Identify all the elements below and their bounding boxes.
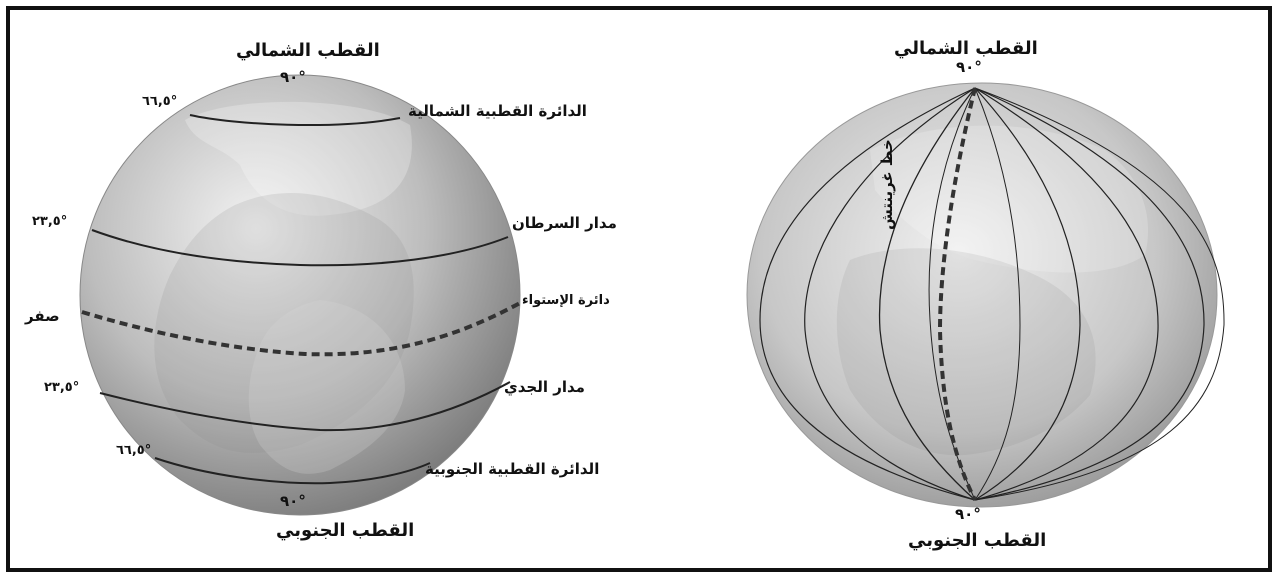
arctic-circle-degree: ٦٦,٥°	[142, 94, 177, 109]
equator-label: دائرة الإستواء	[522, 293, 610, 308]
tropic-capricorn-degree: ٢٣,٥°	[44, 380, 79, 395]
tropic-capricorn-label: مدار الجدي	[504, 378, 585, 396]
prime-meridian-label: خط غرينتش	[878, 139, 896, 230]
equator-degree: صفر	[25, 307, 60, 325]
tropic-cancer-degree: ٢٣,٥°	[32, 214, 67, 229]
right-south-pole-degree: ٩٠°	[955, 505, 981, 523]
left-south-pole-label: القطب الجنوبي	[276, 520, 414, 541]
antarctic-circle-degree: ٦٦,٥°	[116, 443, 151, 458]
arctic-circle-label: الدائرة القطبية الشمالية	[408, 102, 587, 120]
antarctic-circle-label: الدائرة القطبية الجنوبية	[425, 460, 599, 478]
right-globe-sphere	[747, 83, 1224, 507]
tropic-cancer-label: مدار السرطان	[512, 214, 617, 232]
right-south-pole-label: القطب الجنوبي	[908, 530, 1046, 551]
left-north-pole-degree: ٩٠°	[280, 68, 306, 86]
left-north-pole-label: القطب الشمالي	[236, 40, 380, 61]
right-north-pole-label: القطب الشمالي	[894, 38, 1038, 59]
right-north-pole-degree: ٩٠°	[956, 58, 982, 76]
left-south-pole-degree: ٩٠°	[280, 492, 306, 510]
